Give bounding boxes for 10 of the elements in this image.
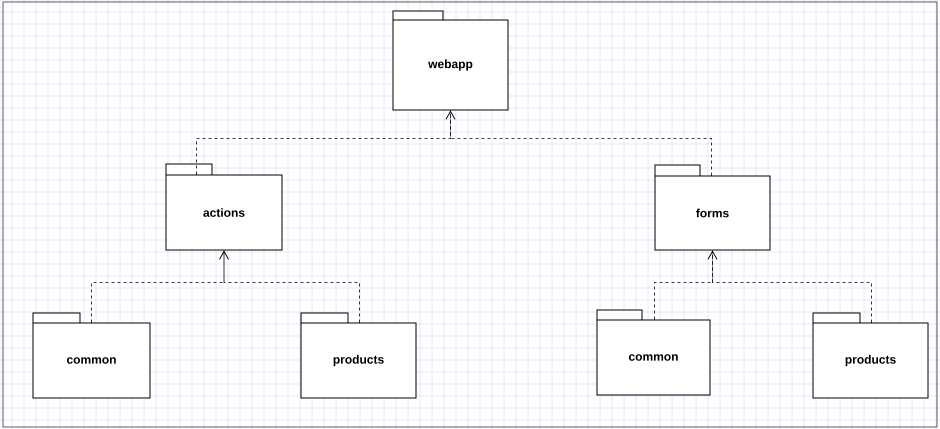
package-box: common [32, 312, 150, 398]
package-box: webapp [392, 10, 508, 110]
package-box: products [812, 312, 928, 398]
dependency-arrow [446, 110, 712, 176]
package-box: common [596, 310, 710, 396]
dependency-arrow [708, 250, 872, 323]
package-box: forms [654, 164, 770, 250]
dependency-arrow [219, 250, 360, 323]
package-box: actions [166, 164, 282, 250]
package-box: products [300, 312, 416, 398]
